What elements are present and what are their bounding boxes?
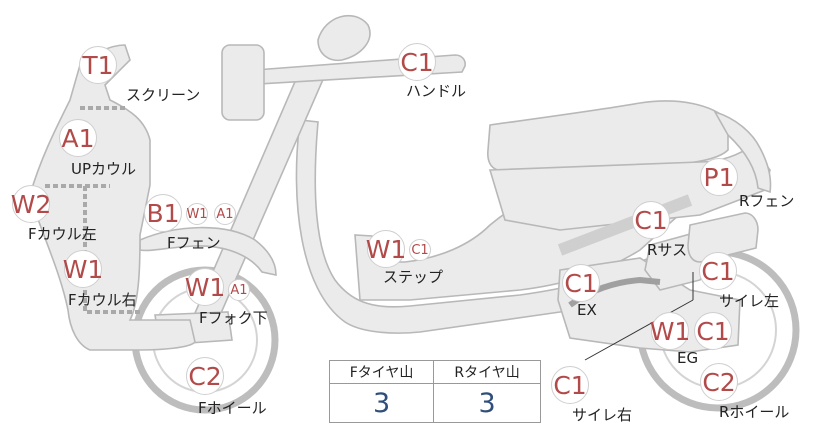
tire-tread-table: Fタイヤ山 Rタイヤ山 3 3 [328,360,541,423]
badge-r-sus-0[interactable]: C1 [632,201,670,239]
badge-handle-0[interactable]: C1 [398,43,436,81]
badge-silencer-right-0[interactable]: C1 [551,366,589,404]
badge-eg-1[interactable]: C1 [694,312,732,350]
badge-ex-0[interactable]: C1 [562,264,600,302]
rear-tire-value[interactable]: 3 [433,383,541,423]
label-r-sus: Rサス [647,241,688,259]
table-header-row: Fタイヤ山 Rタイヤ山 [328,360,541,384]
label-r-fender: Rフェン [739,192,795,210]
label-up-cowl: UPカウル [71,160,137,178]
label-silencer-right: サイレ右 [572,406,633,424]
badge-f-cowl-left-0[interactable]: W2 [11,185,51,223]
mirror-shape [317,14,371,62]
table-row: 3 3 [328,383,541,423]
label-f-cowl-left: Fカウル左 [28,225,97,243]
rear-fender-shape [713,110,772,194]
seat-shape [487,100,729,171]
badge-f-fork-lower-0[interactable]: W1 [185,268,225,306]
badge-f-fender-1[interactable]: W1 [186,203,208,225]
front-fender-shape [139,226,277,276]
label-silencer-left: サイレ左 [719,292,780,310]
badge-f-wheel-0[interactable]: C2 [186,357,224,395]
label-eg: EG [677,349,699,367]
badge-f-fender-2[interactable]: A1 [214,203,236,225]
badge-step-1[interactable]: C1 [409,239,431,261]
headlight-shape [221,44,265,121]
leader-line-silencer [584,299,694,361]
badge-screen-0[interactable]: T1 [79,46,117,84]
label-ex: EX [577,301,597,319]
badge-up-cowl-0[interactable]: A1 [59,119,97,157]
rear-tire-header: Rタイヤ山 [433,360,541,384]
badge-f-fork-lower-1[interactable]: A1 [228,279,250,301]
label-handle: ハンドル [406,82,467,100]
lower-cowl-boundary-line [83,186,140,314]
badge-r-wheel-0[interactable]: C2 [700,363,738,401]
front-tire-value[interactable]: 3 [328,383,435,423]
silencer-shape [687,212,759,263]
label-screen: スクリーン [126,86,201,104]
badge-f-fender-0[interactable]: B1 [144,194,182,232]
badge-r-fender-0[interactable]: P1 [700,158,738,196]
label-f-fender: Fフェン [167,234,221,252]
label-step: ステップ [383,268,444,286]
badge-silencer-left-0[interactable]: C1 [699,252,737,290]
label-r-wheel: Rホイール [719,403,790,421]
badge-eg-0[interactable]: W1 [650,312,690,350]
front-tire-header: Fタイヤ山 [328,360,435,384]
label-f-wheel: Fホイール [198,399,267,417]
badge-f-cowl-right-0[interactable]: W1 [63,250,103,288]
label-f-fork-lower: Fフォク下 [199,309,268,327]
label-f-cowl-right: Fカウル右 [68,291,137,309]
badge-step-0[interactable]: W1 [366,230,406,268]
